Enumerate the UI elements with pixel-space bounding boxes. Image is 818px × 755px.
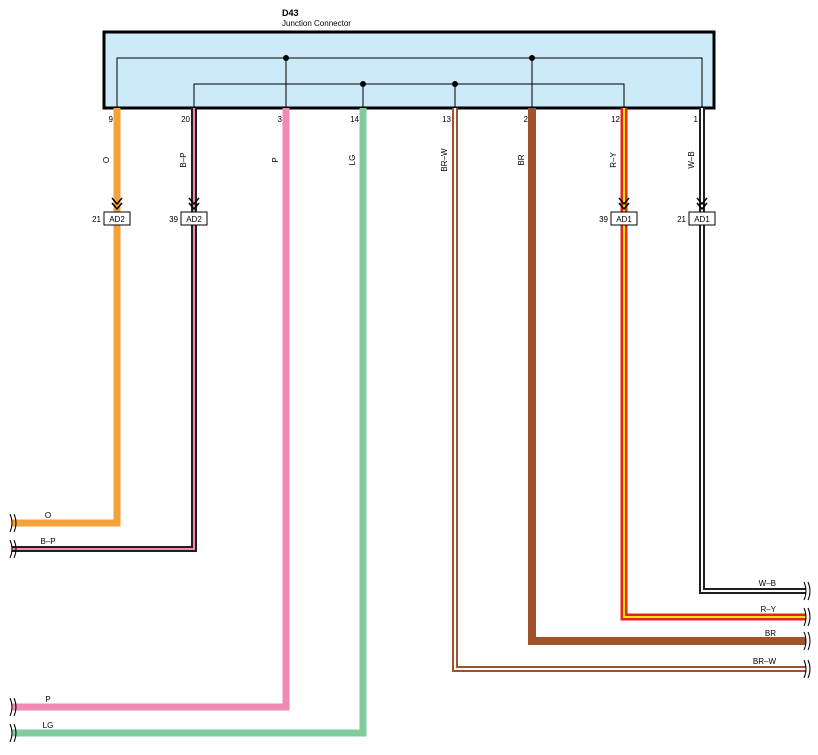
pin-number: 12	[611, 115, 620, 124]
junction-connector-box[interactable]	[102, 30, 716, 110]
exit-label-lg: LG	[43, 721, 54, 730]
wire-label: BR	[517, 154, 526, 165]
exit-label-b-p: B–P	[40, 537, 55, 546]
inline-connectors[interactable]: AD2 21 AD2 39 AD1 39 AD1 21	[92, 197, 716, 226]
inline-connector-ad1[interactable]: AD1 39	[599, 197, 638, 226]
pin-numbers: 9 20 3 14 13 2 12 1	[109, 115, 699, 124]
exit-labels: O B–P P LG BR–W BR R–Y W–B	[40, 511, 776, 730]
inline-connector-name: AD1	[694, 215, 710, 224]
wire-label: LG	[348, 155, 357, 166]
wire-label: W–B	[687, 151, 696, 168]
junction-bus	[116, 57, 703, 108]
inline-connector-name: AD2	[109, 215, 125, 224]
pin-number: 9	[109, 115, 114, 124]
inline-connector-pin: 39	[169, 215, 178, 224]
inline-connector-pin: 21	[677, 215, 686, 224]
inline-connector-ad2[interactable]: AD2 21	[92, 197, 131, 226]
pin-number: 20	[181, 115, 190, 124]
splice-dots	[283, 55, 535, 87]
wire-labels: O B–P P LG BR–W BR R–Y W–B	[102, 148, 696, 172]
wire-label: BR–W	[440, 148, 449, 172]
pin-number: 1	[694, 115, 699, 124]
wire-br[interactable]	[528, 108, 806, 645]
exit-label-w-b: W–B	[759, 579, 776, 588]
pin-number: 13	[442, 115, 451, 124]
wire-lg[interactable]	[12, 108, 367, 737]
wire-o[interactable]	[12, 108, 121, 527]
inline-connector-name: AD1	[616, 215, 632, 224]
wire-break-marks	[9, 513, 811, 743]
exit-label-p: P	[45, 695, 50, 704]
wire-label: R–Y	[609, 152, 618, 168]
wire-r-y[interactable]	[620, 108, 806, 621]
wire-label: O	[102, 157, 111, 163]
wire-b-p[interactable]	[12, 108, 197, 552]
pin-number: 2	[524, 115, 529, 124]
inline-connector-pin: 21	[92, 215, 101, 224]
exit-label-o: O	[45, 511, 51, 520]
pin-number: 14	[350, 115, 359, 124]
wire-label: B–P	[179, 152, 188, 167]
exit-label-br: BR	[765, 629, 776, 638]
wire-w-b[interactable]	[699, 108, 806, 594]
wire-p[interactable]	[12, 108, 290, 711]
inline-connector-ad2[interactable]: AD2 39	[169, 197, 208, 226]
exit-label-br-w: BR–W	[753, 657, 777, 666]
inline-connector-ad1[interactable]: AD1 21	[677, 197, 716, 226]
wire-br-w[interactable]	[452, 108, 806, 672]
connector-code: D43	[282, 8, 299, 18]
inline-connector-pin: 39	[599, 215, 608, 224]
wires[interactable]	[12, 108, 806, 737]
inline-connector-name: AD2	[186, 215, 202, 224]
connector-name: Junction Connector	[282, 19, 351, 28]
wire-label: P	[271, 157, 280, 162]
pin-number: 3	[278, 115, 283, 124]
exit-label-r-y: R–Y	[760, 605, 776, 614]
